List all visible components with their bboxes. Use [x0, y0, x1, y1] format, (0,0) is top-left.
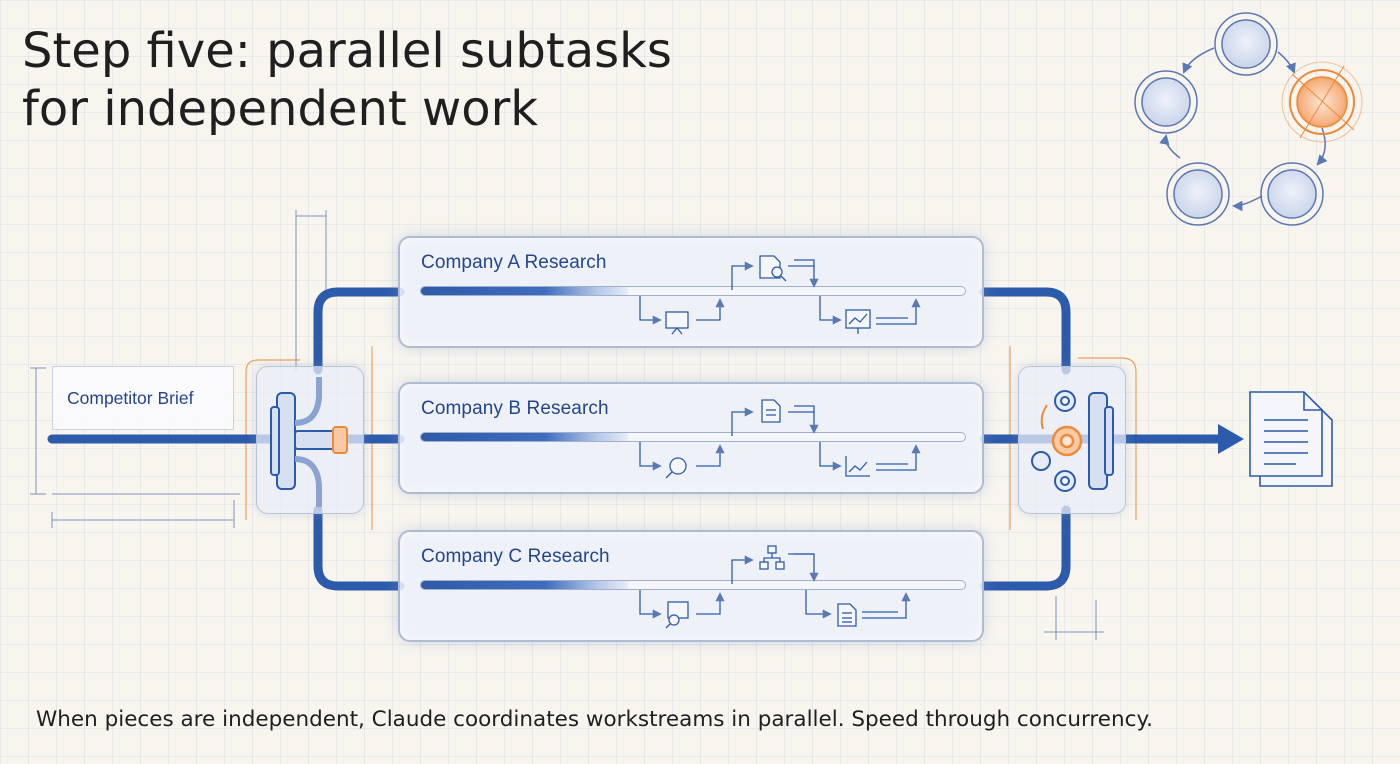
presentation-icon: [665, 311, 689, 335]
gear-icon: [1031, 451, 1076, 492]
document-icon: [761, 399, 781, 423]
cycle-node: [1166, 162, 1230, 226]
measurement-guides-right: [1044, 596, 1104, 640]
page-title-line-1: Step five: parallel subtasks: [22, 23, 672, 79]
subtask-steps: [639, 255, 921, 335]
line-chart-monitor-icon: [845, 309, 871, 334]
subtask-progress-bar: [420, 580, 966, 590]
search-document-icon: [759, 255, 787, 282]
subtask-steps: [639, 399, 921, 479]
output-arrowhead: [1218, 424, 1244, 454]
subtask-progress-fill: [421, 581, 628, 589]
competitor-brief-label: Competitor Brief: [67, 388, 194, 408]
page-title: Step five: parallel subtasks for indepen…: [22, 22, 672, 138]
splitter-connector: [256, 366, 364, 514]
subtask-panel-c: Company C Research: [398, 530, 984, 642]
gear-icon-active: [1051, 425, 1083, 457]
caption: When pieces are independent, Claude coor…: [36, 707, 1153, 732]
measurement-guides-left: [30, 210, 327, 528]
cycle-node: [1260, 162, 1324, 226]
page-title-line-2: for independent work: [22, 81, 539, 137]
subtask-label: Company C Research: [421, 546, 610, 567]
document-list-icon: [837, 603, 857, 627]
gears-icon: [1031, 390, 1114, 492]
image-search-icon: [665, 601, 689, 629]
subtask-panel-a: Company A Research: [398, 236, 984, 348]
magnifier-icon: [665, 457, 687, 479]
subtask-panel-b: Company B Research: [398, 382, 984, 494]
pipe-splitter-icon: [270, 377, 348, 507]
gear-icon: [1054, 390, 1076, 412]
cycle-diagram: [1134, 12, 1363, 226]
competitor-brief-box: Competitor Brief: [52, 366, 234, 430]
subtask-progress-bar: [420, 286, 966, 296]
subtask-progress-fill: [421, 287, 628, 295]
subtask-progress-fill: [421, 433, 628, 441]
line-chart-icon: [845, 456, 870, 477]
org-chart-icon: [759, 545, 785, 570]
cycle-node-active: [1281, 61, 1363, 143]
cycle-node: [1214, 12, 1278, 76]
subtask-progress-bar: [420, 432, 966, 442]
stacked-documents-icon: [1249, 391, 1333, 487]
subtask-label: Company A Research: [421, 252, 607, 273]
subtask-steps: [639, 545, 911, 629]
cycle-arrows: [1159, 47, 1328, 212]
subtask-label: Company B Research: [421, 398, 609, 419]
merger-connector: [1018, 366, 1126, 514]
cycle-node: [1134, 70, 1198, 134]
